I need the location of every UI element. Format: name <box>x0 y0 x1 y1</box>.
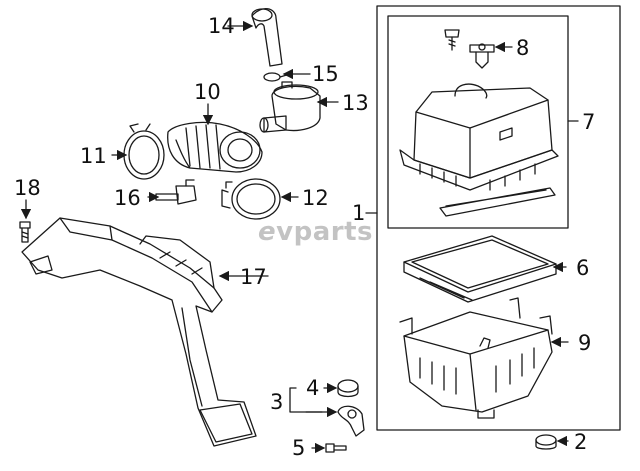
hose-clamp-11 <box>123 123 165 180</box>
bolt-5 <box>325 443 347 453</box>
air-duct-17 <box>21 217 257 447</box>
watermark: evparts <box>258 217 373 247</box>
cover-gasket <box>439 187 556 217</box>
callout-16: 16 <box>114 186 141 210</box>
cover-screw <box>444 29 460 51</box>
clip-part <box>469 43 495 69</box>
callout-7: 7 <box>582 110 596 134</box>
callout-13: 13 <box>342 91 369 115</box>
callout-12: 12 <box>302 186 329 210</box>
cover-box <box>387 15 569 229</box>
callout-9: 9 <box>578 331 592 355</box>
hose-clamp-12 <box>221 178 281 220</box>
callout-14: 14 <box>208 14 235 38</box>
callout-5: 5 <box>292 436 306 460</box>
callout-4: 4 <box>306 376 320 400</box>
grommet-4 <box>337 379 359 398</box>
air-cleaner-cover <box>399 83 559 191</box>
callout-15: 15 <box>312 62 339 86</box>
grommet-2 <box>535 434 557 450</box>
sensor-16 <box>155 179 197 205</box>
callout-17: 17 <box>240 265 267 289</box>
callout-1: 1 <box>352 201 366 225</box>
callout-6: 6 <box>576 256 590 280</box>
callout-18: 18 <box>14 176 41 200</box>
resonator-13 <box>259 81 321 133</box>
intake-hose <box>167 121 263 173</box>
assembly-box <box>376 5 621 431</box>
callout-3: 3 <box>270 390 284 414</box>
air-filter-element <box>403 235 557 303</box>
callout-8: 8 <box>516 36 530 60</box>
callout-2: 2 <box>574 430 588 454</box>
bolt-18 <box>19 221 31 243</box>
bracket-3 <box>337 405 365 437</box>
callout-11: 11 <box>80 144 107 168</box>
air-cleaner-case <box>399 297 553 419</box>
callout-10: 10 <box>194 80 221 104</box>
curved-hose-14 <box>251 8 283 67</box>
